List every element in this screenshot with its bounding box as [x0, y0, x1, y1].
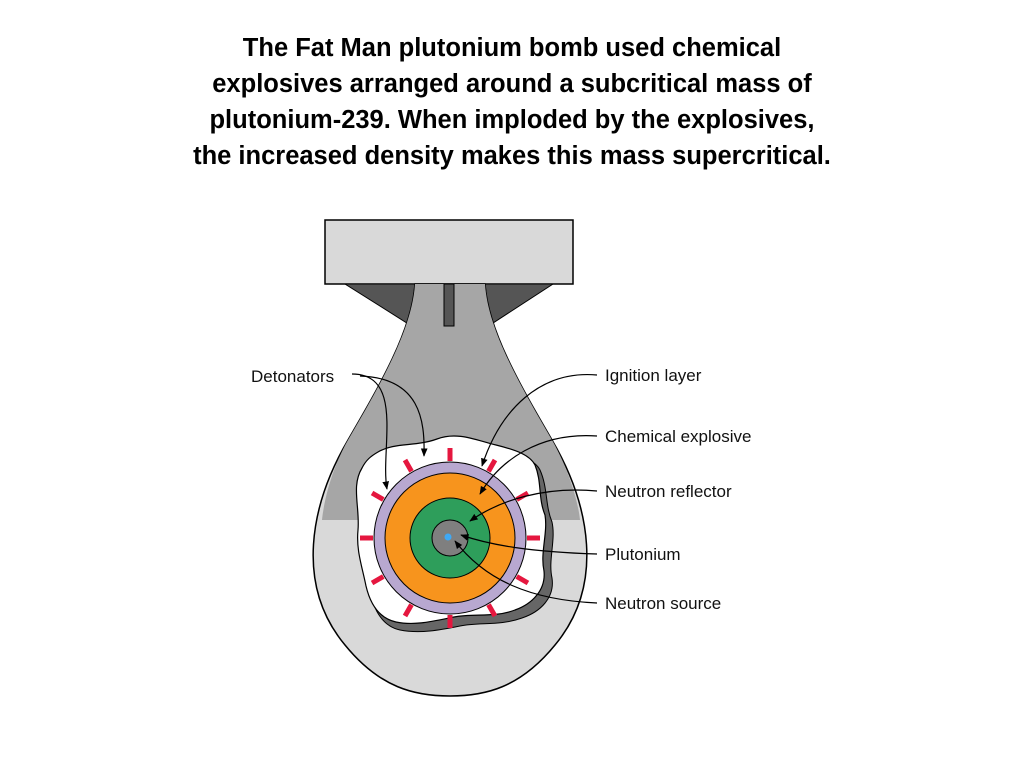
detonators-leader-2 [359, 375, 428, 457]
tail-right-wedge [484, 283, 555, 326]
detonators-leader-1 [351, 373, 389, 490]
detonator-11 [370, 490, 385, 502]
detonator-12 [402, 458, 414, 473]
detonator-5 [515, 574, 530, 586]
label-chemical-explosive: Chemical explosive [605, 427, 751, 446]
chemical-explosive-leader [479, 435, 598, 495]
ignition-layer-leader [481, 374, 598, 467]
title-line-1: The Fat Man plutonium bomb used chemical [242, 34, 782, 62]
neutron-source-dot [444, 533, 452, 541]
label-ignition-layer: Ignition layer [605, 366, 702, 385]
detonator-2 [486, 458, 498, 473]
detonator-8 [402, 603, 414, 618]
label-neutron-reflector: Neutron reflector [605, 482, 732, 501]
label-plutonium: Plutonium [605, 545, 681, 564]
plutonium-leader [460, 534, 598, 555]
label-neutron-source: Neutron source [605, 594, 721, 613]
tail-fin-box [324, 219, 574, 285]
detonator-6 [486, 603, 498, 618]
tail-left-wedge [343, 283, 416, 326]
label-detonators: Detonators [251, 367, 334, 386]
neutron-reflector-leader [469, 489, 598, 522]
title-line-4: the increased density makes this mass su… [193, 142, 831, 170]
title-line-3: plutonium-239. When imploded by the expl… [209, 106, 815, 134]
slide-title: The Fat Man plutonium bomb used chemical… [0, 30, 1024, 174]
title-line-2: explosives arranged around a subcritical… [212, 70, 812, 98]
neutron-source-leader [454, 540, 598, 604]
detonator-9 [370, 574, 385, 586]
tail-stem [443, 283, 455, 327]
